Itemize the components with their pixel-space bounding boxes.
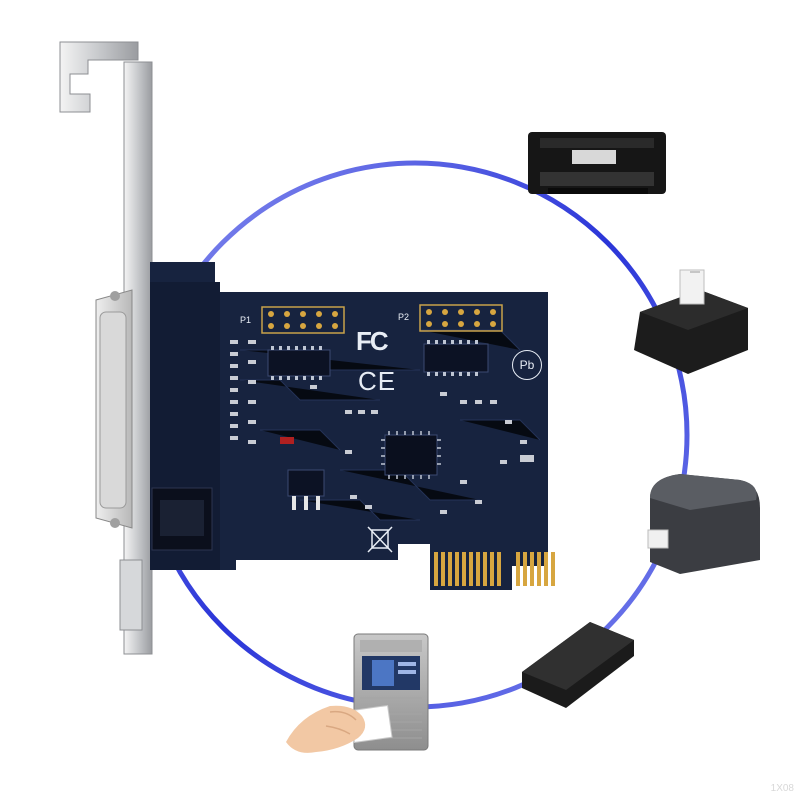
pin-header-p2 xyxy=(419,304,503,332)
dot-matrix-printer xyxy=(528,132,666,194)
pin-header-p1 xyxy=(261,306,345,334)
fcc-mark: FC xyxy=(356,326,389,356)
lower-port-connector xyxy=(151,487,213,551)
header-p1-label: P1 xyxy=(240,315,252,325)
db25-parallel-port xyxy=(95,289,133,529)
driver-ic-right xyxy=(423,340,489,376)
header-p2-label: P2 xyxy=(398,312,410,322)
ce-mark: CE xyxy=(358,366,397,396)
receipt-printer xyxy=(634,269,748,374)
controller-ic xyxy=(381,431,441,479)
watermark: 1X08 xyxy=(770,783,794,794)
smd-components xyxy=(230,340,534,514)
pcie-gold-fingers xyxy=(434,552,555,586)
weee-bin-icon xyxy=(367,526,393,553)
led-red xyxy=(280,437,294,444)
voltage-regulator xyxy=(287,469,325,510)
driver-ic-left xyxy=(267,346,331,380)
pb-free-mark: Pb xyxy=(512,350,542,380)
label-printer xyxy=(647,474,760,574)
hand-with-card xyxy=(286,704,393,753)
card-reader-pad xyxy=(522,622,634,708)
